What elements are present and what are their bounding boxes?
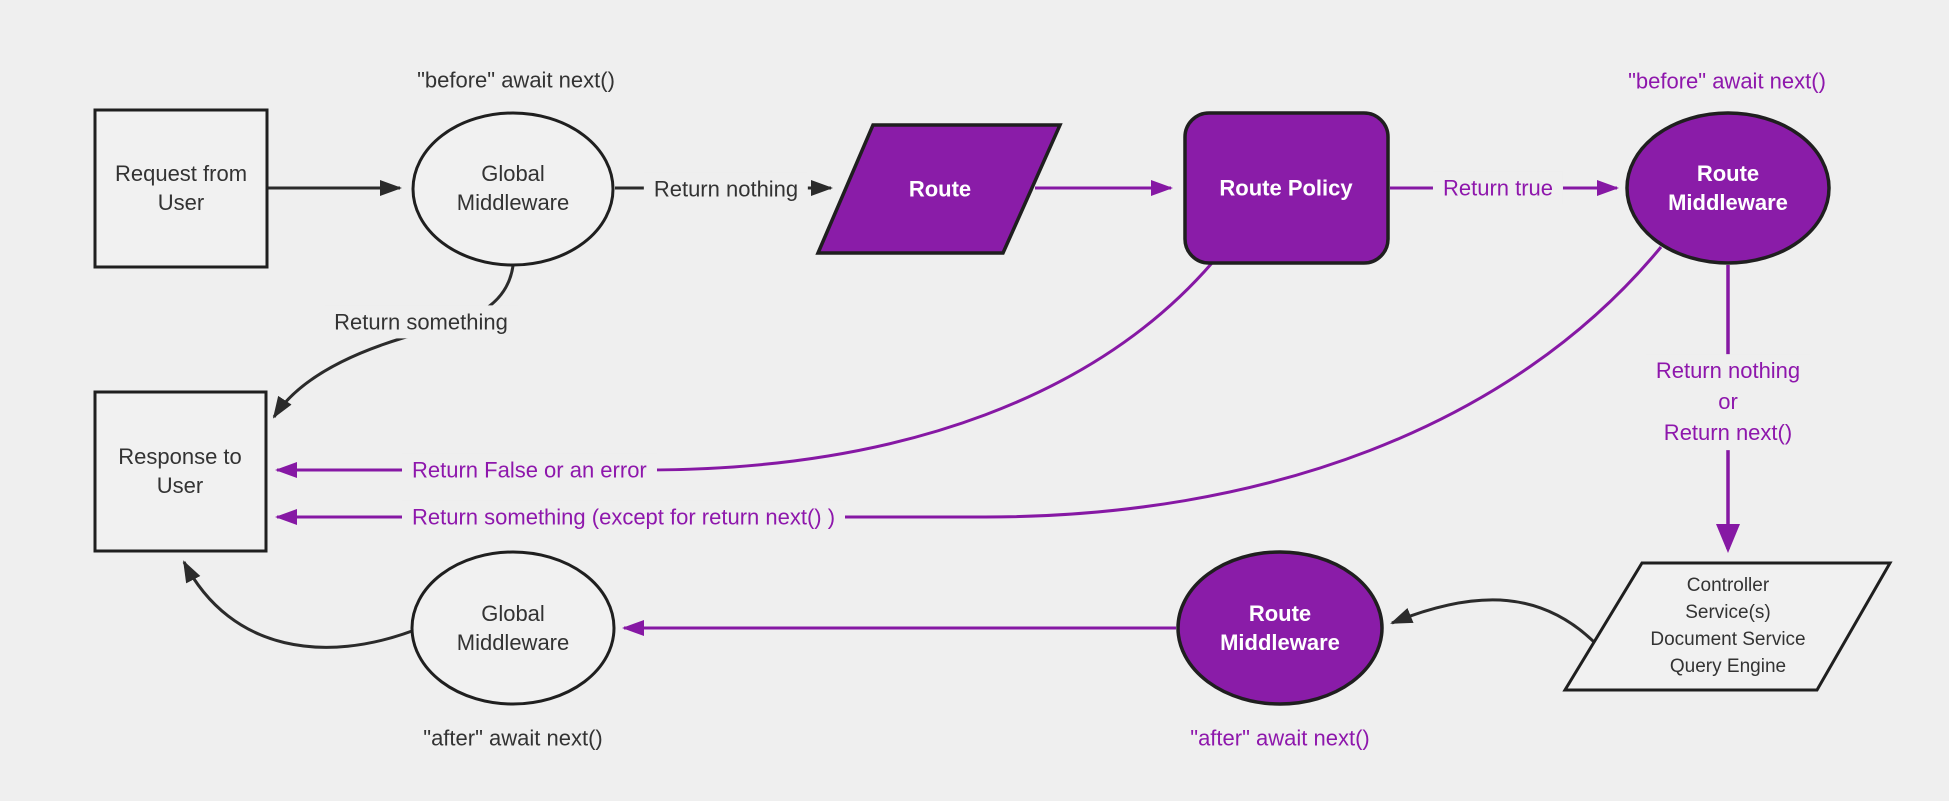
- response-to-user-shape: [93, 390, 268, 553]
- global-middleware-top-shape: [411, 111, 615, 267]
- route-middleware-bottom-shape: [1176, 550, 1384, 706]
- edge-route-policy-to-response-return-false: [275, 262, 1214, 478]
- controller-stack-shape: [1562, 561, 1893, 692]
- route-middleware-top-shape: [1625, 111, 1831, 265]
- route-shape: [815, 123, 1063, 255]
- route-policy-shape: [1183, 111, 1390, 265]
- edge-controller-to-route-middleware-bottom: [1390, 598, 1602, 650]
- edge-route-middleware-to-response-return-something-except: [275, 246, 1663, 525]
- edge-global-middleware-top-to-response-return-something: [272, 265, 515, 419]
- global-middleware-bottom-shape: [410, 550, 616, 706]
- edge-global-middleware-bottom-to-response: [182, 560, 413, 649]
- request-from-user-shape: [93, 108, 269, 269]
